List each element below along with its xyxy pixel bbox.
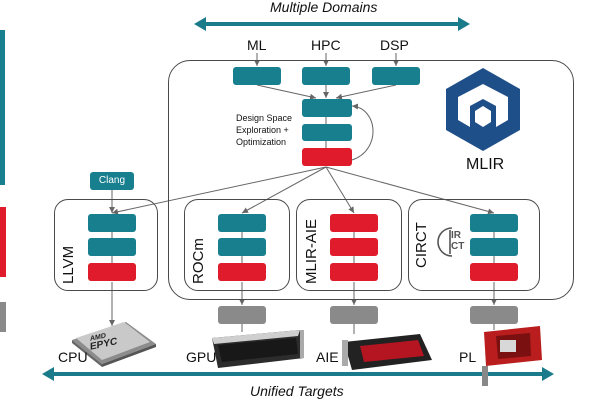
mlir-aie-block-2 bbox=[330, 238, 378, 256]
circt-logo-icon bbox=[437, 227, 453, 257]
dse-block-2 bbox=[302, 124, 352, 141]
cpu-chip-icon bbox=[72, 322, 156, 367]
fpga-card-icon bbox=[482, 326, 542, 386]
clang-block: Clang bbox=[90, 172, 134, 190]
domain-block-ml bbox=[233, 67, 281, 85]
design-space-line-2: Exploration + bbox=[236, 125, 289, 135]
domain-block-hpc bbox=[302, 67, 350, 85]
mlir-logo-icon bbox=[446, 68, 520, 151]
target-label-gpu: GPU bbox=[186, 349, 217, 365]
design-space-line-1: Design Space bbox=[236, 113, 293, 123]
rocm-box bbox=[184, 199, 290, 291]
circt-label: CIRCT bbox=[413, 222, 430, 268]
mlir-label: MLIR bbox=[466, 156, 505, 173]
target-label-aie: AIE bbox=[316, 349, 339, 365]
rocm-block-1 bbox=[218, 214, 266, 232]
mlir-container bbox=[168, 60, 574, 300]
llvm-label: LLVM bbox=[60, 245, 77, 284]
unified-targets-label: Unified Targets bbox=[250, 383, 344, 399]
aie-output-block bbox=[330, 306, 378, 324]
optimization-loop-arrow bbox=[351, 103, 374, 161]
dse-block-3 bbox=[302, 148, 352, 166]
circt-logo-text: IR CT bbox=[451, 230, 464, 252]
domain-label-dsp: DSP bbox=[380, 37, 409, 53]
llvm-block-2 bbox=[88, 238, 136, 256]
pl-output-block bbox=[470, 306, 518, 324]
left-edge-teal-bar bbox=[0, 30, 5, 185]
mlir-aie-box bbox=[296, 199, 402, 291]
circt-block-1 bbox=[470, 214, 518, 232]
rocm-label: ROCm bbox=[190, 238, 207, 284]
llvm-block-1 bbox=[88, 214, 136, 232]
aie-card-icon bbox=[342, 334, 432, 370]
rocm-block-3 bbox=[218, 263, 266, 281]
design-space-line-3: Optimization bbox=[236, 137, 287, 147]
domain-block-dsp bbox=[372, 67, 420, 85]
left-edge-red-bar bbox=[0, 207, 6, 277]
design-space-text: Design Space Exploration + Optimization bbox=[236, 112, 292, 148]
circt-logo-ct: CT bbox=[451, 241, 465, 252]
rocm-output-block bbox=[218, 306, 266, 324]
mlir-aie-label: MLIR-AIE bbox=[303, 218, 320, 284]
target-label-cpu: CPU bbox=[58, 349, 88, 365]
domain-label-hpc: HPC bbox=[311, 37, 341, 53]
clang-label: Clang bbox=[98, 175, 126, 186]
circt-logo-ir: IR bbox=[451, 230, 461, 241]
llvm-box bbox=[54, 199, 158, 291]
llvm-block-3 bbox=[88, 263, 136, 281]
target-label-pl: PL bbox=[459, 349, 477, 365]
gpu-card-icon bbox=[212, 330, 304, 368]
circt-box bbox=[408, 199, 540, 291]
circt-block-2 bbox=[470, 238, 518, 256]
unified-targets-arrow bbox=[42, 367, 554, 381]
mlir-aie-block-1 bbox=[330, 214, 378, 232]
mlir-aie-block-3 bbox=[330, 263, 378, 281]
domain-label-ml: ML bbox=[247, 37, 267, 53]
multiple-domains-arrow bbox=[194, 17, 470, 31]
multiple-domains-label: Multiple Domains bbox=[270, 0, 378, 15]
circt-block-3 bbox=[470, 263, 518, 281]
rocm-block-2 bbox=[218, 238, 266, 256]
dse-block-1 bbox=[302, 99, 352, 117]
left-edge-gray-bar bbox=[0, 302, 6, 332]
